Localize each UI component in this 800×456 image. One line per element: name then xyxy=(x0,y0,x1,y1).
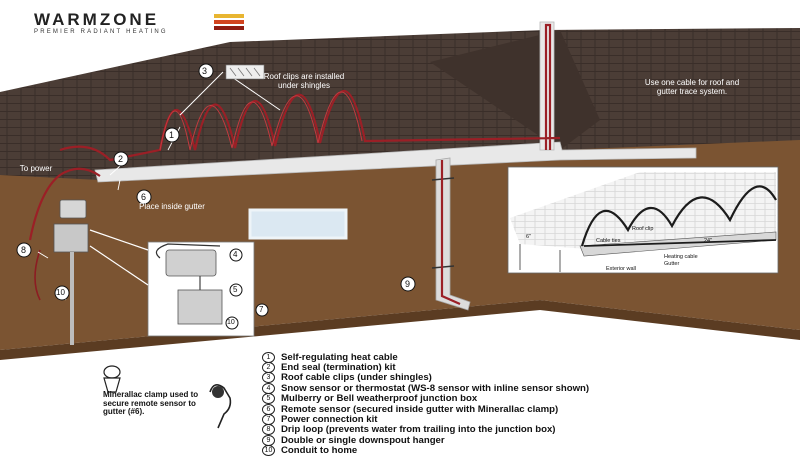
marker-6-label: 6 xyxy=(141,192,147,202)
logo-stripe-2 xyxy=(214,20,244,24)
detail-heating-cable-label: Heating cable xyxy=(664,254,698,260)
marker-7 xyxy=(255,303,269,317)
marker-7-label: 7 xyxy=(259,305,264,314)
marker-9 xyxy=(400,276,416,292)
window xyxy=(248,208,348,240)
marker-10 xyxy=(54,285,70,301)
legend: 1 Self-regulating heat cable 2 End seal (te… xyxy=(262,351,742,456)
legend-text: End seal (termination) kit xyxy=(281,362,396,374)
legend-number: 1 xyxy=(262,351,275,363)
legend-text: Drip loop (prevents water from trailing … xyxy=(281,424,556,436)
legend-text: Self-regulating heat cable xyxy=(281,351,398,363)
legend-number: 4 xyxy=(262,382,275,394)
minerallac-clamp-icon xyxy=(103,365,121,393)
legend-item: 4 Snow sensor or thermostat (WS-8 sensor … xyxy=(262,382,742,394)
detail-dim-6: 6" xyxy=(526,234,532,240)
downspout xyxy=(435,157,471,311)
legend-number: 8 xyxy=(262,424,275,436)
legend-number: 10 xyxy=(262,445,275,456)
legend-text: Snow sensor or thermostat (WS-8 sensor w… xyxy=(281,382,590,394)
legend-item: 3 Roof cable clips (under shingles) xyxy=(262,372,742,384)
marker-10-label: 10 xyxy=(56,288,65,297)
legend-item: 9 Double or single downspout hanger xyxy=(262,434,742,446)
legend-number: 5 xyxy=(262,393,275,405)
roof-right xyxy=(545,28,800,150)
detail-roof-clip-label: Roof clip xyxy=(632,226,654,232)
legend-item: 2 End seal (termination) kit xyxy=(262,362,742,374)
marker-2-label: 2 xyxy=(118,154,124,164)
marker-8-label: 8 xyxy=(21,245,27,255)
snow-sensor xyxy=(59,199,87,219)
marker-3 xyxy=(198,63,214,79)
marker-10-inset-label: 10 xyxy=(227,319,235,326)
marker-3-label: 3 xyxy=(202,66,208,76)
brand-name: WARMZONE xyxy=(34,10,160,29)
legend-text: Power connection kit xyxy=(281,414,378,426)
legend-number: 7 xyxy=(262,414,275,426)
roof-clips-callout: Roof clips are installed under shingles xyxy=(263,72,345,90)
marker-1-label: 1 xyxy=(169,130,175,140)
marker-6 xyxy=(136,189,152,205)
legend-item: 6 Remote sensor (secured inside gutter wi… xyxy=(262,403,742,415)
logo-stripe-1 xyxy=(214,14,244,18)
place-inside-gutter-callout: Place inside gutter xyxy=(139,202,205,211)
remote-sensor-icon xyxy=(209,384,232,429)
marker-5 xyxy=(229,283,243,297)
legend-number: 3 xyxy=(262,372,275,384)
logo-stripe-3 xyxy=(214,26,244,30)
legend-number: 6 xyxy=(262,403,275,415)
marker-10-inset xyxy=(225,316,239,330)
marker-4 xyxy=(229,248,243,262)
legend-number: 2 xyxy=(262,362,275,374)
one-cable-callout: Use one cable for roof and gutter trace … xyxy=(644,78,740,96)
legend-item: 8 Drip loop (prevents water from trailing… xyxy=(262,424,742,436)
legend-text: Mulberry or Bell weatherproof junction b… xyxy=(281,393,478,405)
legend-text: Double or single downspout hanger xyxy=(281,434,445,446)
junction-box xyxy=(53,223,89,253)
gutter xyxy=(94,141,697,183)
legend-item: 5 Mulberry or Bell weatherproof junction … xyxy=(262,393,742,405)
legend-text: Remote sensor (secured inside gutter wit… xyxy=(281,403,559,415)
legend-text: Roof cable clips (under shingles) xyxy=(281,372,432,384)
roof-clip-icon xyxy=(225,64,265,80)
marker-4-label: 4 xyxy=(233,250,238,259)
detail-dim-24: 24" xyxy=(704,238,713,244)
legend-item: 10 Conduit to home xyxy=(262,445,742,456)
legend-item: 7 Power connection kit xyxy=(262,414,742,426)
marker-9-label: 9 xyxy=(405,279,411,289)
brand-tagline: PREMIER RADIANT HEATING xyxy=(34,29,168,35)
legend-text: Conduit to home xyxy=(281,445,358,456)
legend-number: 9 xyxy=(262,434,275,446)
heat-cable xyxy=(28,23,561,306)
detail-exterior-wall-label: Exterior wall xyxy=(606,266,636,272)
clamp-caption: Minerallac clamp used to secure remote s… xyxy=(103,390,199,417)
detail-gutter-label: Gutter xyxy=(664,261,680,267)
legend-item: 1 Self-regulating heat cable xyxy=(262,351,742,363)
to-power-callout: To power xyxy=(19,164,53,173)
detail-cable-ties-label: Cable ties xyxy=(596,238,621,244)
marker-2 xyxy=(113,151,129,167)
marker-5-label: 5 xyxy=(233,285,238,294)
marker-8 xyxy=(16,242,32,258)
marker-1 xyxy=(164,127,180,143)
